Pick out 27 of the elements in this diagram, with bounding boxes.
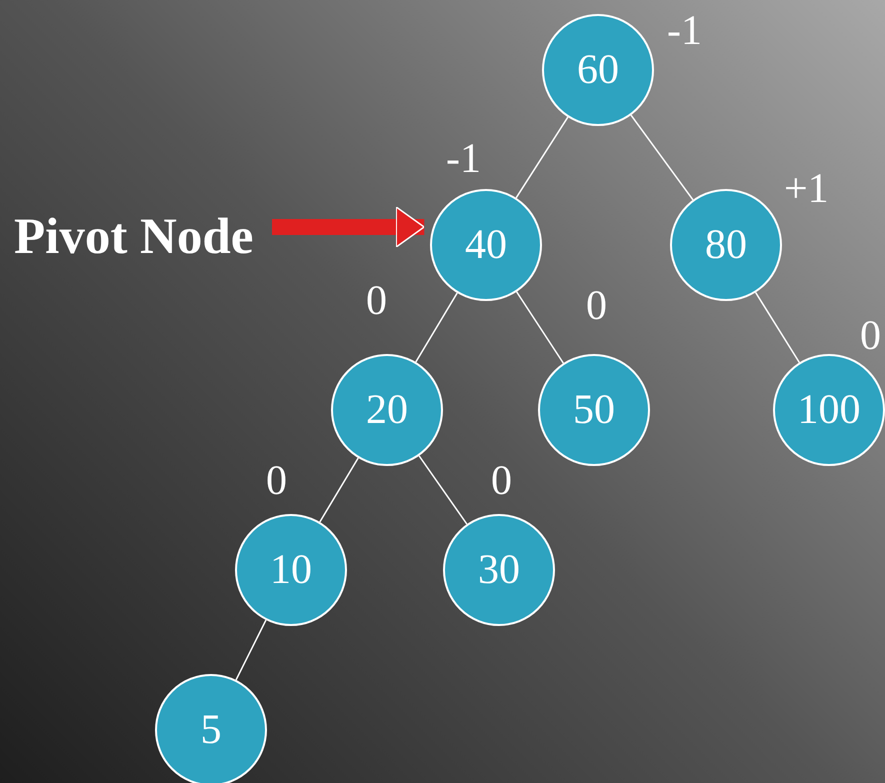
balance-factor: 0: [266, 460, 287, 502]
balance-factor: 0: [586, 285, 607, 327]
tree-link: [630, 114, 694, 200]
tree-link: [319, 458, 359, 522]
node-value: 80: [705, 221, 747, 269]
tree-link: [516, 291, 564, 364]
tree-link: [235, 620, 267, 680]
balance-factor: 0: [366, 280, 387, 322]
balance-factor: 0: [491, 460, 512, 502]
tree-link: [516, 116, 568, 198]
tree-link: [418, 455, 468, 525]
arrow: [272, 206, 425, 248]
node-value: 100: [798, 386, 860, 434]
tree-link: [415, 292, 458, 362]
node-value: 30: [478, 546, 520, 594]
node-value: 5: [200, 706, 222, 754]
balance-factor: -1: [667, 10, 702, 52]
balance-factor: 0: [860, 315, 881, 357]
tree-link: [755, 292, 800, 363]
node-value: 60: [577, 46, 619, 94]
node-value: 50: [573, 386, 615, 434]
node-value: 10: [270, 546, 312, 594]
balance-factor: -1: [446, 138, 481, 180]
balance-factor: +1: [784, 168, 829, 210]
node-value: 20: [366, 386, 408, 434]
node-value: 40: [465, 221, 507, 269]
pointer-label: Pivot Node: [14, 208, 254, 266]
